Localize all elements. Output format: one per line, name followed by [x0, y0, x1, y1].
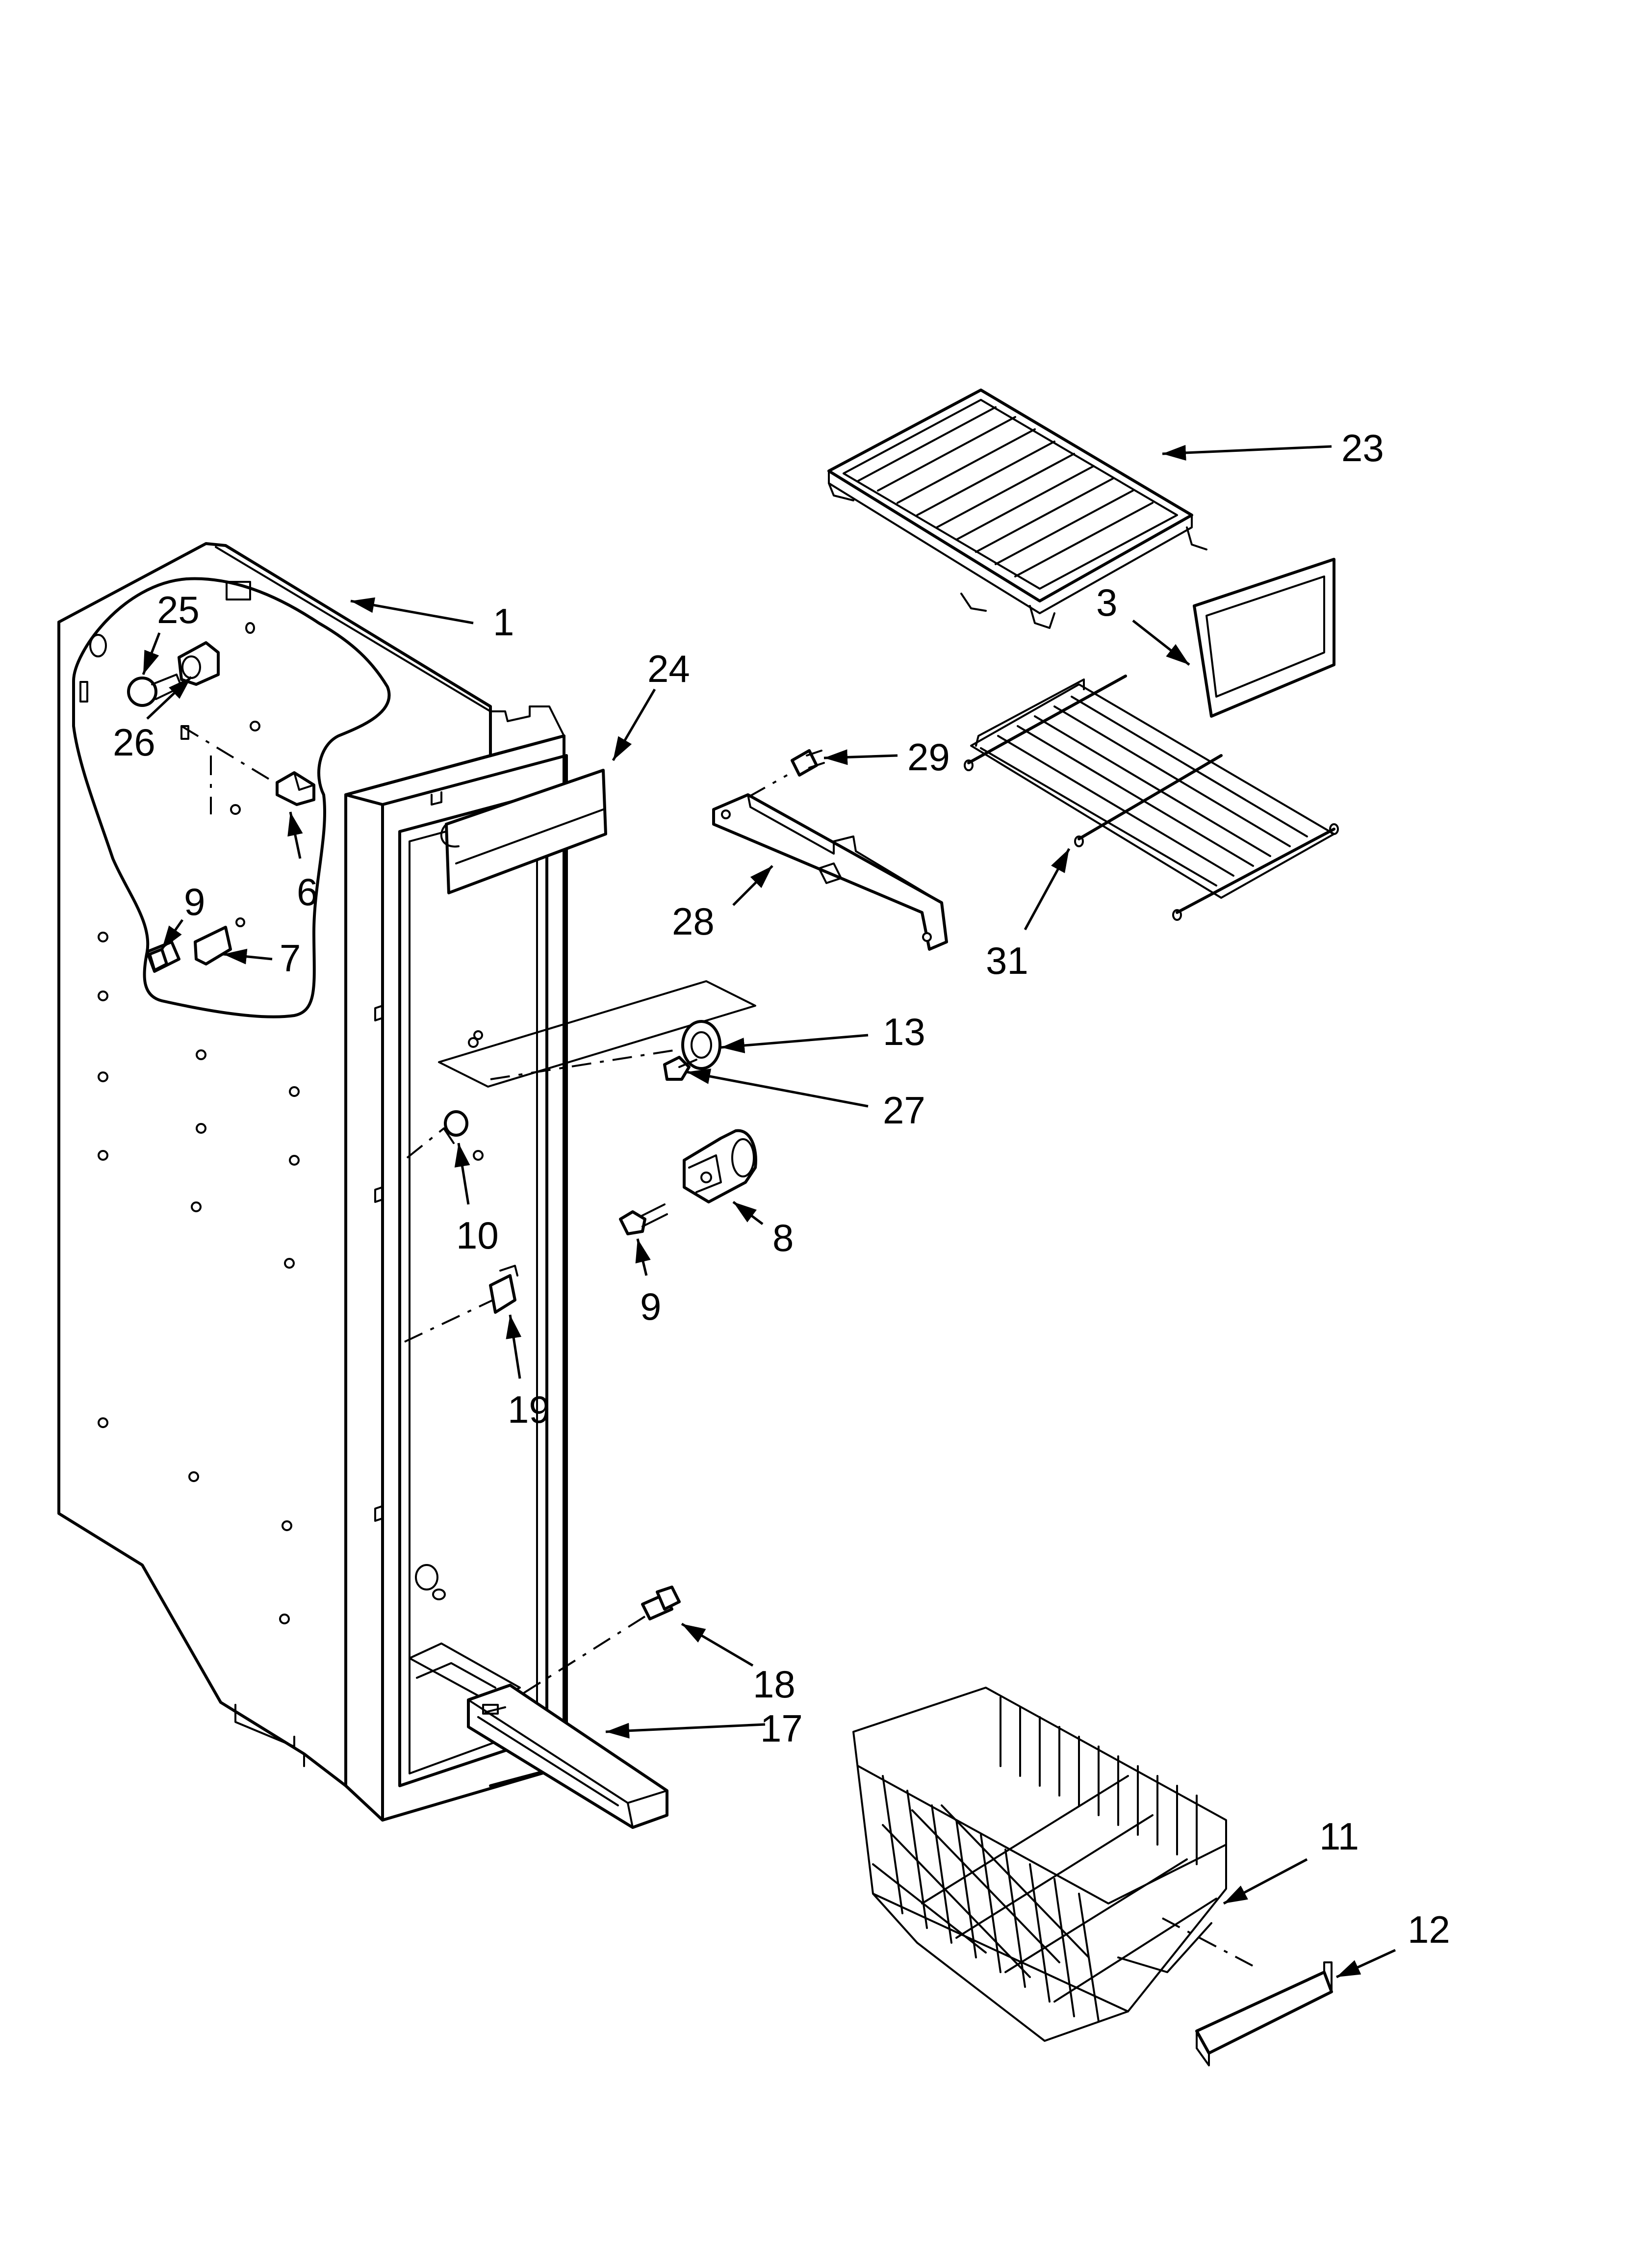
callout-6: 6	[287, 811, 318, 913]
basket-trim-part-12	[1195, 1961, 1333, 2066]
svg-text:3: 3	[1096, 581, 1117, 624]
svg-text:12: 12	[1408, 1908, 1450, 1951]
svg-text:19: 19	[508, 1388, 550, 1431]
svg-text:29: 29	[907, 735, 950, 779]
svg-text:31: 31	[986, 939, 1028, 982]
rail-part-28	[712, 793, 948, 951]
callout-1: 1	[350, 597, 514, 644]
glass-panel-part-3	[1193, 558, 1335, 718]
callout-13: 13	[720, 1010, 925, 1053]
svg-text:13: 13	[883, 1010, 925, 1053]
callout-28: 28	[672, 865, 773, 943]
svg-text:11: 11	[1319, 1815, 1359, 1858]
bracket-part-7	[194, 917, 245, 965]
svg-text:28: 28	[672, 900, 715, 943]
svg-text:8: 8	[772, 1216, 794, 1259]
light-bulb-part	[127, 674, 182, 707]
callout-9-upper: 9	[160, 880, 205, 950]
control-panel-sheet	[438, 980, 756, 1088]
callout-8: 8	[732, 1201, 794, 1259]
grille-part-17	[467, 1684, 668, 1829]
screw-part-lower	[619, 1203, 668, 1235]
screw-part-upper	[146, 940, 180, 973]
callout-9-lower: 9	[635, 1238, 661, 1328]
callout-23: 23	[1162, 426, 1384, 469]
callout-7: 7	[223, 937, 301, 980]
svg-text:17: 17	[760, 1707, 803, 1750]
svg-text:26: 26	[113, 721, 155, 764]
shelf-part-23	[827, 389, 1207, 629]
duct-cover-part	[440, 769, 607, 894]
screw-part-29	[791, 749, 825, 777]
callout-17: 17	[605, 1707, 803, 1750]
wire-basket-part-11	[852, 1687, 1227, 2042]
callout-29: 29	[823, 735, 950, 779]
plug-part-10	[443, 1110, 468, 1144]
callout-25: 25	[142, 588, 200, 675]
svg-text:9: 9	[640, 1285, 661, 1328]
svg-text:7: 7	[280, 937, 301, 980]
callout-11: 11	[1223, 1815, 1359, 1905]
svg-text:1: 1	[493, 600, 514, 644]
svg-text:18: 18	[753, 1663, 795, 1706]
knob-part	[681, 1020, 721, 1070]
callout-27: 27	[686, 1069, 925, 1132]
bracket-part-6	[276, 771, 315, 806]
svg-text:24: 24	[647, 647, 690, 690]
housing-part-8	[683, 1129, 757, 1203]
callout-26: 26	[113, 676, 192, 764]
callout-18: 18	[681, 1622, 795, 1706]
svg-text:9: 9	[184, 880, 205, 923]
callout-12: 12	[1335, 1908, 1450, 1979]
svg-text:10: 10	[456, 1214, 499, 1257]
svg-text:27: 27	[883, 1089, 925, 1132]
svg-text:6: 6	[297, 870, 318, 913]
screw-part-18	[641, 1586, 681, 1620]
callout-24: 24	[612, 647, 690, 761]
wire-shelf-part-31	[964, 675, 1339, 921]
switch-part-19	[489, 1265, 518, 1314]
callout-31: 31	[986, 848, 1071, 982]
light-socket-part	[178, 641, 220, 686]
screw-part-27	[663, 1056, 697, 1081]
svg-text:25: 25	[157, 588, 200, 631]
svg-text:23: 23	[1341, 426, 1384, 469]
callout-10: 10	[454, 1143, 499, 1257]
callout-19: 19	[506, 1314, 550, 1431]
callout-3: 3	[1096, 581, 1190, 666]
